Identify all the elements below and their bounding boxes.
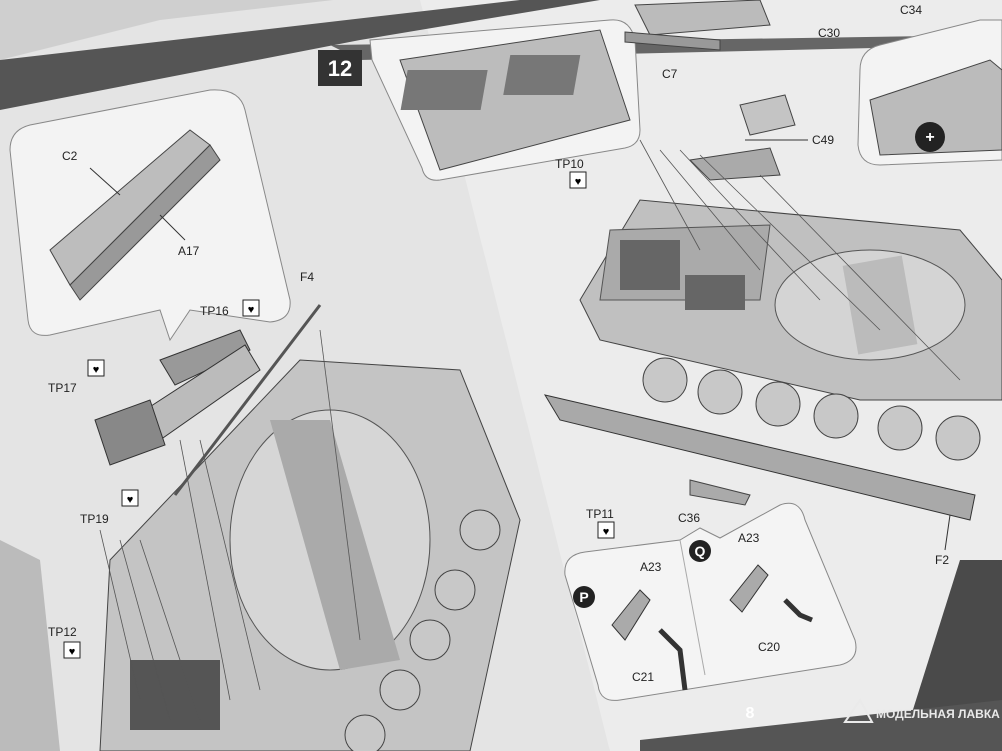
option-q-badge (689, 540, 711, 562)
label-q-a23: A23 (738, 531, 760, 545)
tp19-icon (121, 489, 139, 507)
tp17-icon (87, 359, 105, 377)
watermark-logo-icon (843, 698, 874, 723)
watermark-text: МОДЕЛЬНАЯ ЛАВКА (876, 707, 1000, 721)
label-p-c21: C21 (632, 670, 654, 684)
gutter-shadow (0, 540, 60, 751)
part-tp16-shape (159, 329, 251, 386)
top-border-band (0, 0, 600, 110)
option-q-letter: Q (695, 543, 706, 559)
label-tp16: TP16 (200, 304, 229, 318)
tp12-icon (63, 641, 81, 659)
bottom-border-band (640, 700, 1002, 751)
option-p-letter: P (579, 589, 588, 605)
right-grille-a (620, 240, 680, 290)
label-q-c20: C20 (758, 640, 780, 654)
tp16-heart-icon: ♥ (248, 304, 255, 316)
leader-c2 (89, 167, 121, 196)
tp16-icon (242, 299, 260, 317)
left-guide-lines (99, 329, 361, 721)
tp19-heart-icon: ♥ (127, 494, 134, 506)
tp12-heart-icon: ♥ (69, 646, 76, 658)
right-road-wheels (642, 357, 981, 461)
part-c7-shape (624, 31, 721, 51)
part-a17-shape (69, 144, 221, 301)
option-divider (679, 539, 706, 676)
step-number-box (318, 50, 362, 86)
label-p-a23: A23 (640, 560, 662, 574)
label-c30: C30 (818, 26, 840, 40)
step-number: 12 (328, 56, 352, 81)
part-f4-rod (173, 304, 322, 496)
part-tp17-shape (94, 399, 166, 466)
right-ring-band (842, 255, 918, 355)
page-number: 8 (746, 705, 755, 722)
rear-inset-drawing (869, 59, 1002, 156)
label-c7: C7 (662, 67, 678, 81)
left-ring-band (270, 420, 400, 670)
label-c49: C49 (812, 133, 834, 147)
tp10-icon (569, 171, 587, 189)
right-guide-lines (639, 139, 961, 381)
label-f4: F4 (300, 270, 314, 284)
grille-a (400, 70, 488, 110)
option-p-badge (573, 586, 595, 608)
label-tp12: TP12 (48, 625, 77, 639)
option-q-mirror (729, 564, 769, 613)
option-q-arm (783, 598, 813, 623)
add-symbol: + (925, 129, 934, 146)
label-c36: C36 (678, 511, 700, 525)
label-tp19: TP19 (80, 512, 109, 526)
label-f2: F2 (935, 553, 949, 567)
label-tp10: TP10 (555, 157, 584, 171)
label-a17: A17 (178, 244, 200, 258)
option-box (564, 502, 857, 701)
option-p-arm (658, 628, 688, 691)
add-icon (915, 122, 945, 152)
label-tp17: TP17 (48, 381, 77, 395)
right-grille-b (685, 275, 745, 310)
left-road-wheels (344, 509, 501, 751)
tp11-heart-icon: ♥ (603, 526, 610, 538)
tp17-heart-icon: ♥ (93, 364, 100, 376)
option-p-mirror (611, 589, 651, 641)
part-wedge-shape (688, 147, 781, 181)
tp11-icon (597, 521, 615, 539)
leader-a17 (159, 214, 186, 241)
label-c2: C2 (62, 149, 78, 163)
part-c36-shape (689, 479, 751, 506)
label-tp11: TP11 (586, 507, 614, 521)
part-c49-shape (739, 94, 796, 136)
part-f2-skirt (543, 394, 976, 521)
grille-b (503, 55, 581, 95)
leader-f2 (944, 514, 951, 551)
label-c34: C34 (900, 3, 922, 17)
left-grille (130, 660, 220, 730)
tp10-heart-icon: ♥ (575, 176, 582, 188)
part-upper-box (634, 0, 771, 36)
